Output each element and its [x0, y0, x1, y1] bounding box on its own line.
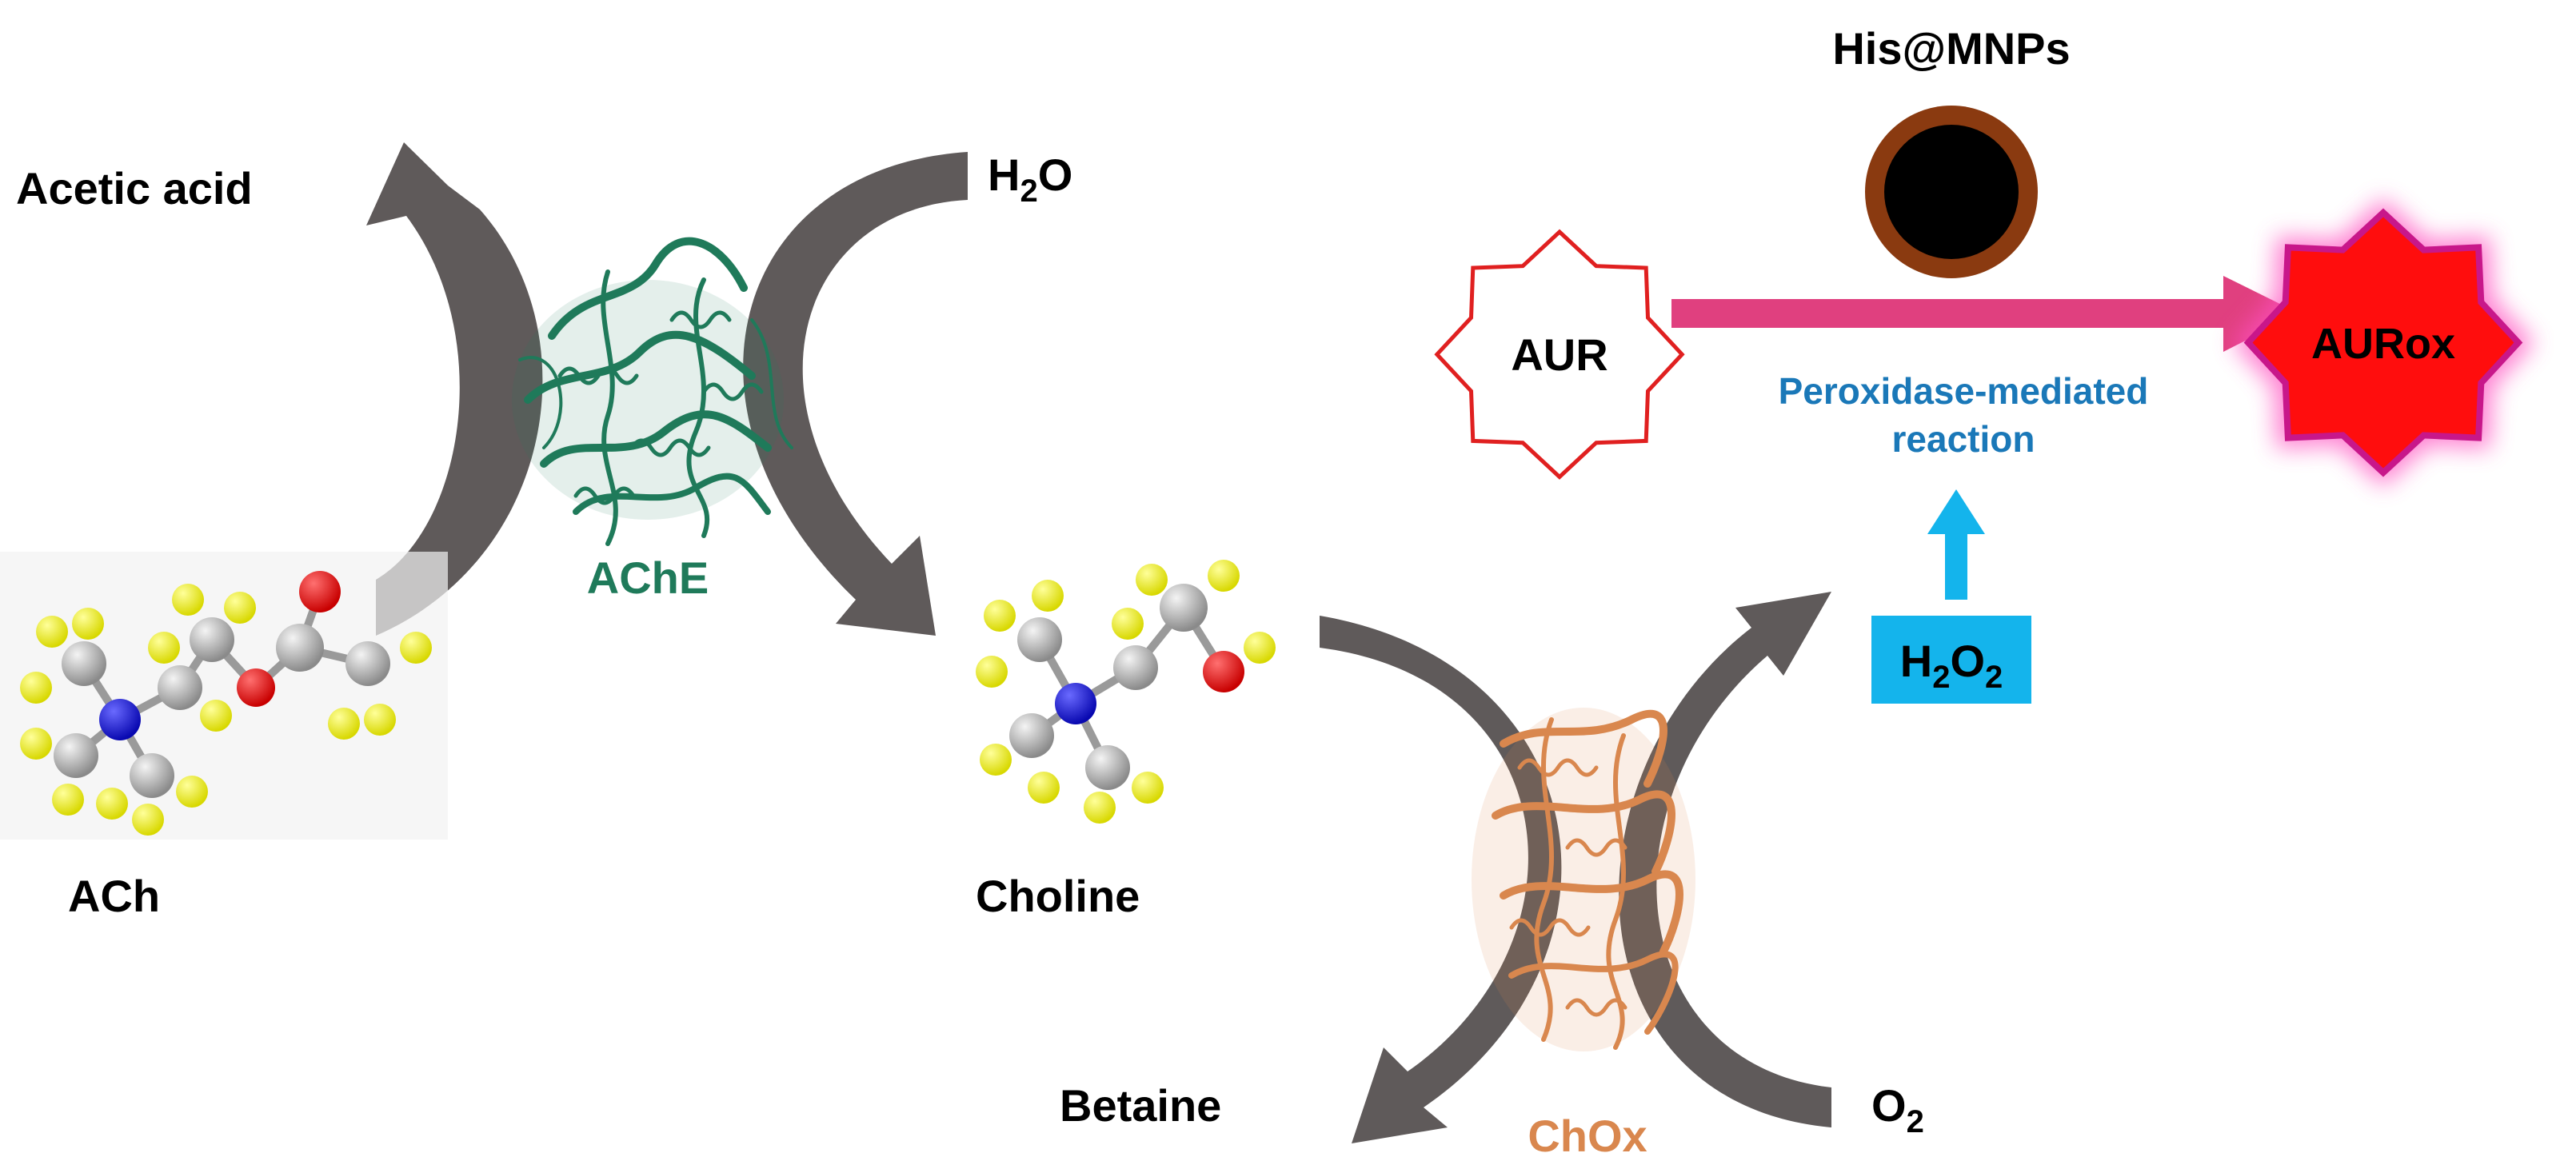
nanoparticle-core: [1884, 125, 2019, 259]
ache-enzyme-structure: [512, 237, 793, 546]
chox-enzyme-structure: [1472, 708, 1695, 1051]
aur-star-shape: [1434, 229, 1685, 480]
label-aur: AUR: [1511, 329, 1608, 380]
curved-arrow-ach-to-acetic-acid: [366, 142, 543, 636]
label-reaction-line2: reaction: [1892, 418, 2035, 460]
label-ach: ACh: [68, 871, 160, 921]
label-reaction-line1: Peroxidase-mediated: [1779, 370, 2149, 412]
label-nanoparticle: His@MNPs: [1832, 23, 2070, 74]
hydrogen-peroxide-arrow: [1927, 489, 1985, 600]
ach-molecule: [0, 552, 448, 840]
curved-arrow-water-to-choline: [743, 152, 968, 636]
choline-molecule: [976, 560, 1276, 824]
curved-arrow-choline-to-betaine: [1320, 616, 1562, 1143]
aurox-star-shape: [2243, 208, 2523, 477]
label-hydrogen-peroxide: H2O2: [1900, 636, 2003, 695]
label-aurox: AURox: [2311, 320, 2455, 368]
label-choline: Choline: [976, 871, 1140, 921]
label-acetic-acid: Acetic acid: [16, 163, 253, 213]
ache-curved-arrows: [366, 142, 968, 636]
label-chox: ChOx: [1528, 1111, 1647, 1161]
peroxidase-reaction-arrow: [1671, 276, 2299, 352]
label-ache: AChE: [587, 553, 709, 603]
hydrogen-peroxide-box: [1871, 616, 2031, 704]
label-oxygen: O2: [1871, 1080, 1924, 1139]
label-betaine: Betaine: [1060, 1080, 1221, 1131]
label-water: H2O: [988, 150, 1072, 209]
